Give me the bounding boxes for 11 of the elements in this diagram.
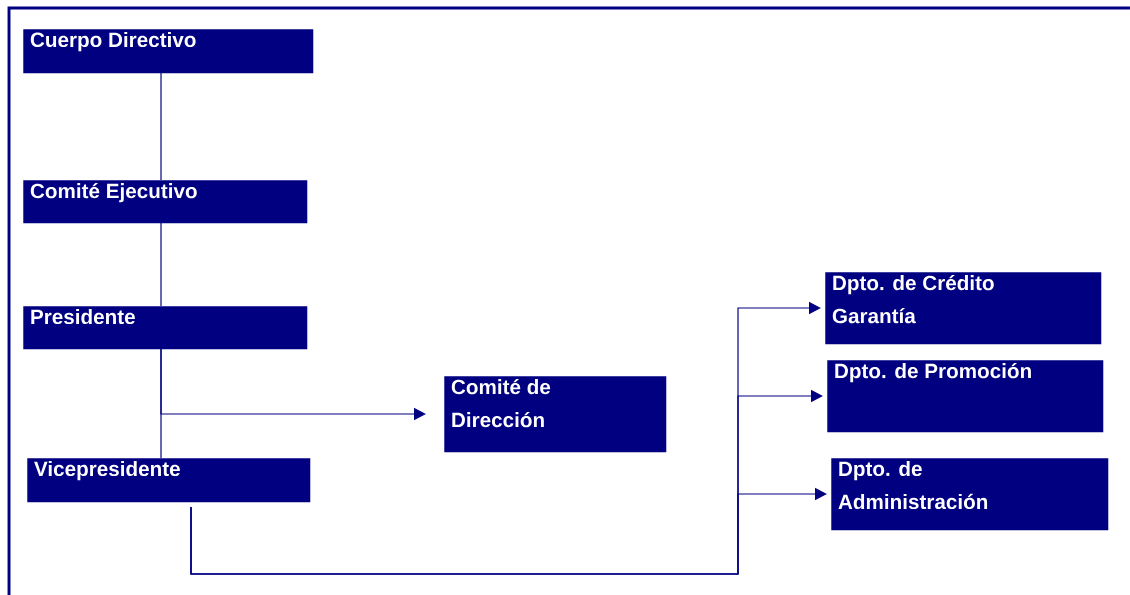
connector — [160, 72, 162, 181]
org-box: Presidente — [23, 306, 308, 350]
connector — [160, 222, 162, 307]
org-box: Cuerpo Directivo — [23, 29, 314, 74]
org-box: Dpto. de Administración — [831, 458, 1109, 531]
org-box: Comité de Dirección — [444, 376, 667, 453]
org-box: Vicepresidente — [27, 458, 311, 503]
connector — [190, 487, 827, 575]
org-box: Dpto. de Crédito Garantía — [825, 272, 1102, 345]
org-box: Dpto. de Promoción — [827, 360, 1104, 433]
org-box: Comité Ejecutivo — [23, 180, 308, 224]
